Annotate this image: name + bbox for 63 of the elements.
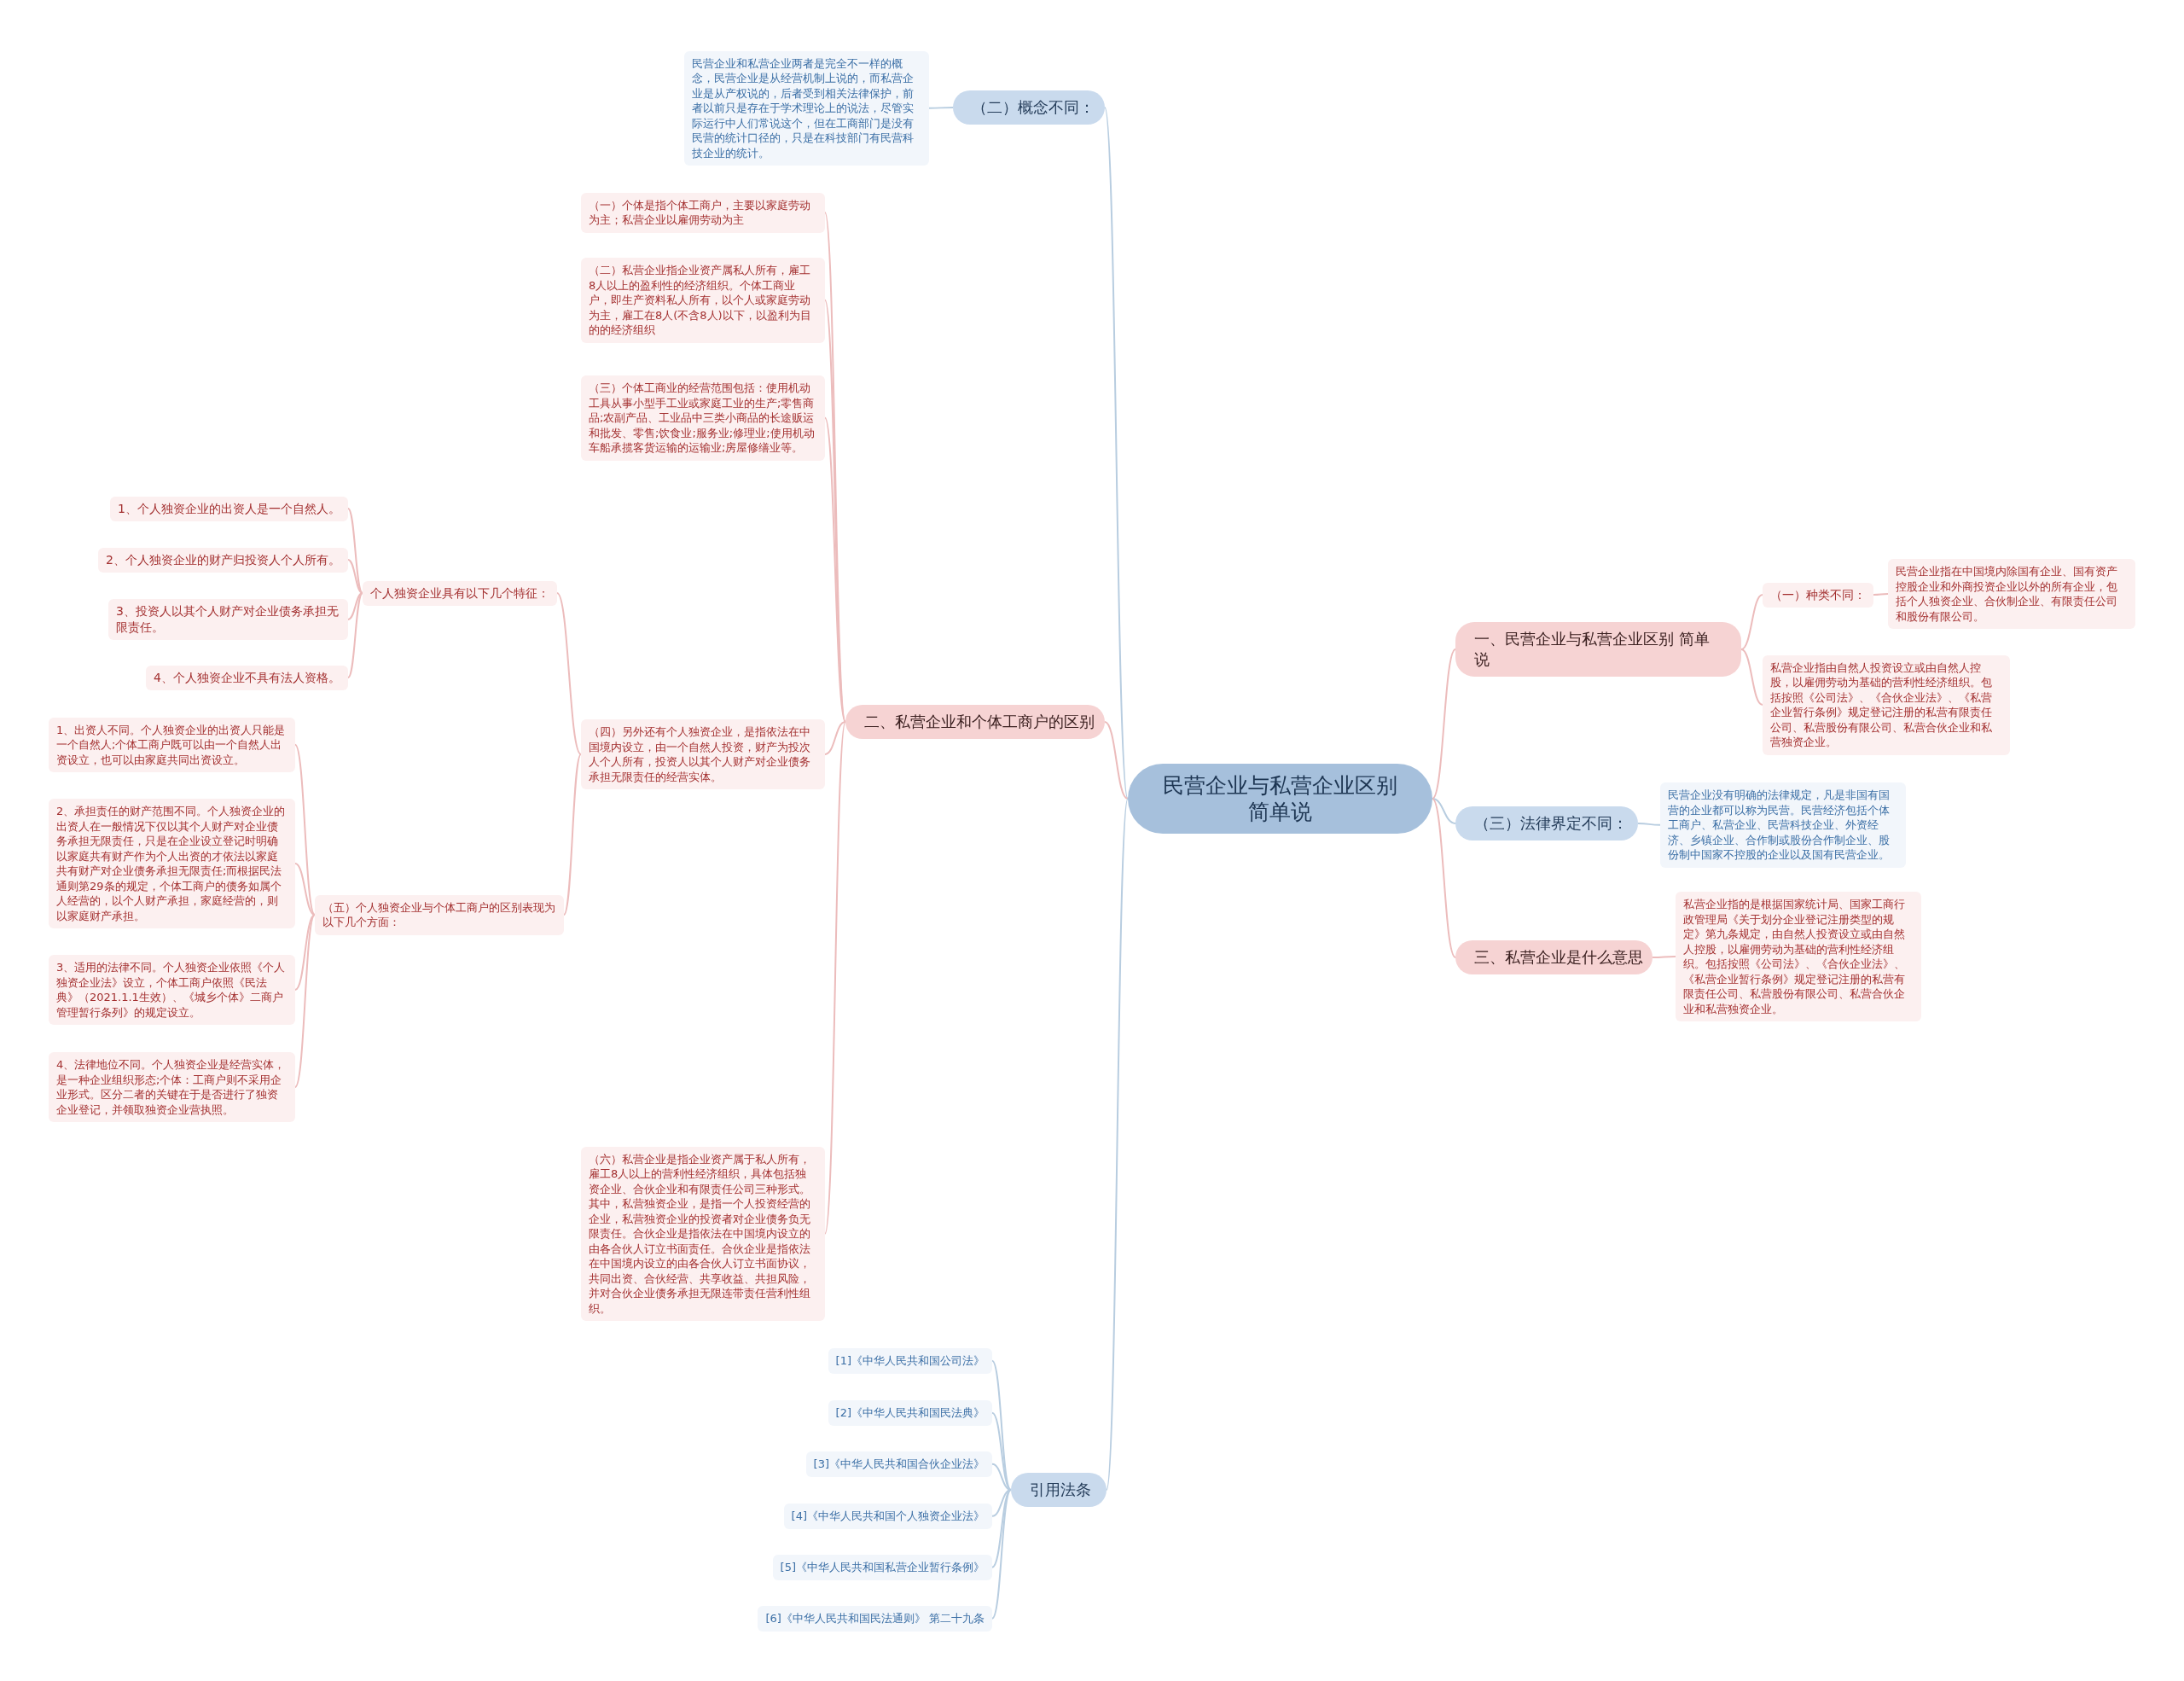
text-card: （六）私营企业是指企业资产属于私人所有，雇工8人以上的营利性经济组织，具体包括独资企业、合伙企业和有限责任公司三种形式。其中，私营独资企业，是指一个人投资经营的企业，私营独资企业的投资者对企业债务负无限责任。合伙企业是指依法在中国境内设立的由各合伙人订立书面责任。合伙企业是指依法在中国境内设立的由各合伙人订立书面协议，共同出资、合伙经营、共享收益、共担风险，并对合伙企业债务承担无限连带责任营利性组织。 — [581, 1146, 825, 1321]
citation-item: [4]《中华人民共和国个人独资企业法》 — [783, 1504, 992, 1529]
topic-box: 一、民营企业与私营企业区别 简单说 — [1455, 622, 1741, 677]
connector-line — [1652, 956, 1676, 958]
citation-item: [6]《中华人民共和国民法通则》 第二十九条 — [758, 1606, 992, 1632]
text-card: 私营企业指由自然人投资设立或由自然人控股，以雇佣劳动为基础的营利性经济组织。包括按照《公司法》、《合伙企业法》、《私营企业暂行条例》规定登记注册的私营有限责任公司、私营股份有限公司、私营合伙企业和私营独资企业。 — [1763, 654, 2010, 755]
connector-line — [928, 107, 954, 109]
text-card: 2、个人独资企业的财产归投资人个人所有。 — [98, 547, 348, 573]
text-card: 1、个人独资企业的出资人是一个自然人。 — [110, 496, 348, 521]
text-card: （一）个体是指个体工商户，主要以家庭劳动为主；私营企业以雇佣劳动为主 — [581, 192, 825, 233]
text-card: 3、投资人以其个人财产对企业债务承担无限责任。 — [108, 599, 348, 640]
connector-line — [294, 863, 316, 916]
text-card: 4、法律地位不同。个人独资企业是经营实体，是一种企业组织形态;个体：工商户则不采用企业形式。区分二者的关键在于是否进行了独资企业登记，并领取独资企业营执照。 — [49, 1052, 295, 1122]
text-card: 民营企业和私营企业两者是完全不一样的概念，民营企业是从经营机制上说的，而私营企业是从产权说的，后者受到相关法律保护，前者以前只是存在于学术理论上的说法，尽管实际运行中人们常说这个，但在工商部门是没有民营的统计口径的，只是在科技部门有民营科技企业的统计。 — [684, 50, 929, 166]
topic-box: （二）概念不同： — [953, 90, 1105, 125]
topic-box: 引用法条 — [1011, 1473, 1107, 1507]
text-card: （四）另外还有个人独资企业，是指依法在中国境内设立，由一个自然人投资，财产为投次人个人所有，投资人以其个人财产对企业债务承担无限责任的经营实体。 — [581, 719, 825, 789]
connector-line — [294, 914, 316, 1088]
connector-line — [1432, 798, 1456, 958]
topic-box: （三）法律界定不同： — [1455, 806, 1638, 840]
connector-line — [1740, 594, 1763, 650]
connector-line — [294, 914, 316, 991]
text-card: 私营企业指的是根据国家统计局、国家工商行政管理局《关于划分企业登记注册类型的规定》第九条规定，由自然人投资设立或由自然人控股，以雇佣劳动为基础的营利性经济组织。包括按照《公司法》、《合伙企业法》、《私营企业暂行条例》规定登记注册的私营有限责任公司、私营股份有限公司、私营合伙企业和私营独资企业。 — [1676, 892, 1921, 1021]
connector-line — [294, 743, 316, 916]
text-card: 民营企业没有明确的法律规定，凡是非国有国营的企业都可以称为民营。民营经济包括个体工商户、私营企业、民营科技企业、外资经济、乡镇企业、合作制或股份合作制企业、股份制中国家不控股的企业以及国有民营企业。 — [1660, 782, 1906, 868]
connector-line — [1104, 107, 1129, 800]
connector-line — [556, 592, 582, 755]
connector-line — [991, 1489, 1012, 1620]
text-card: 2、承担责任的财产范围不同。个人独资企业的出资人在一般情况下仅以其个人财产对企业债务承担无限责任，只是在企业设立登记时明确以家庭共有财产作为个人出资的才依法以家庭共有财产对企业债务承担无限责任;而根据民法通则第29条的规定，个体工商户的债务如属个人经营的，以个人财产承担，家庭经营的，则以家庭财产承担。 — [49, 799, 295, 928]
connector-line — [563, 753, 582, 916]
connector-line — [1432, 649, 1456, 800]
citation-item: [2]《中华人民共和国民法典》 — [828, 1400, 992, 1426]
connector-line — [347, 592, 363, 620]
connector-line — [824, 721, 846, 1235]
connector-line — [347, 508, 363, 594]
subtopic-box: （五）个人独资企业与个体工商户的区别表现为以下几个方面： — [315, 894, 564, 935]
connector-line — [1637, 823, 1661, 826]
citation-item: [1]《中华人民共和国公司法》 — [828, 1348, 992, 1374]
connector-line — [1106, 798, 1129, 1491]
subtopic-box: 个人独资企业具有以下几个特征： — [363, 580, 557, 606]
connector-line — [1432, 798, 1456, 824]
connector-line — [991, 1359, 1012, 1491]
connector-line — [1873, 593, 1889, 596]
text-card: （二）私营企业指企业资产属私人所有，雇工8人以上的盈利性的经济组织。个体工商业户，即生产资料私人所有，以个人或家庭劳动为主，雇工在8人(不含8人)以下，以盈利为目的的经济组织 — [581, 258, 825, 343]
connector-line — [1104, 721, 1129, 800]
citation-item: [5]《中华人民共和国私营企业暂行条例》 — [772, 1555, 992, 1580]
central-topic: 民营企业与私营企业区别简单说 — [1128, 764, 1432, 834]
text-card: 4、个人独资企业不具有法人资格。 — [146, 665, 348, 690]
connector-line — [991, 1489, 1012, 1568]
topic-box: 三、私营企业是什么意思 — [1455, 940, 1653, 974]
text-card: （三）个体工商业的经营范围包括：使用机动工具从事小型手工业或家庭工业的生产;零售商品;农副产品、工业品中三类小商品的长途贩运和批发、零售;饮食业;服务业;修理业;使用机动车船承揽客货运输的运输业;房屋修缮业等。 — [581, 375, 825, 461]
connector-line — [824, 721, 846, 755]
connector-line — [824, 416, 846, 723]
text-card: 1、出资人不同。个人独资企业的出资人只能是一个自然人;个体工商户既可以由一个自然人出资设立，也可以由家庭共同出资设立。 — [49, 717, 295, 772]
citation-item: [3]《中华人民共和国合伙企业法》 — [805, 1451, 992, 1477]
connector-line — [347, 592, 363, 678]
connector-line — [1740, 649, 1763, 706]
connector-line — [347, 559, 363, 594]
topic-box: 二、私营企业和个体工商户的区别 — [845, 705, 1105, 739]
subtopic-box: （一）种类不同： — [1763, 582, 1873, 608]
text-card: 民营企业指在中国境内除国有企业、国有资产控股企业和外商投资企业以外的所有企业，包括个人独资企业、合伙制企业、有限责任公司和股份有限公司。 — [1888, 559, 2135, 629]
text-card: 3、适用的法律不同。个人独资企业依照《个人独资企业法》设立，个体工商户依照《民法典》（2021.1.1生效）、《城乡个体》二商户管理暂行条列》的规定设立。 — [49, 955, 295, 1025]
connector-line — [991, 1463, 1012, 1491]
